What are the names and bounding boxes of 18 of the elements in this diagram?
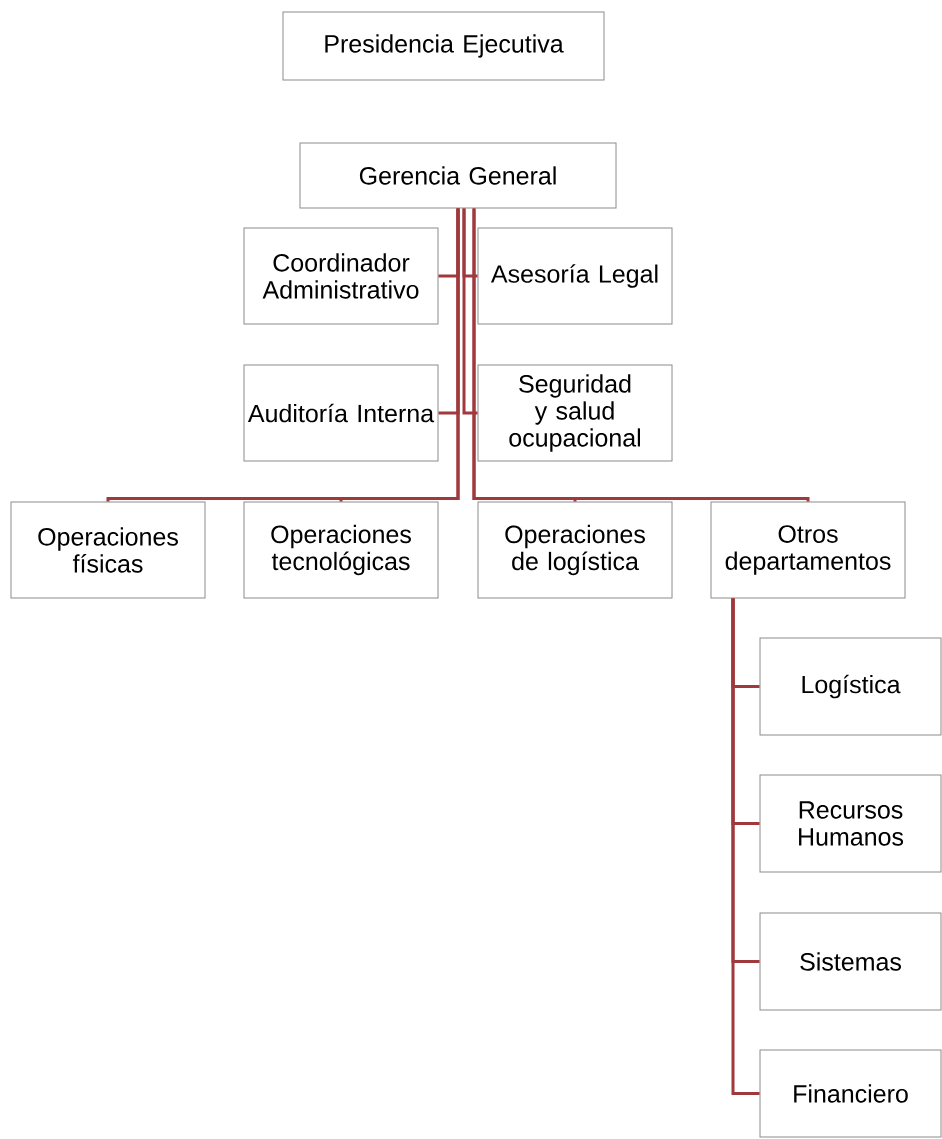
org-box: Financiero: [759, 1049, 942, 1138]
connector-line: [462, 208, 478, 415]
org-box: Recursos Humanos: [759, 774, 942, 873]
org-box: Operaciones de logística: [477, 501, 673, 599]
connector-line: [339, 208, 460, 503]
org-box: Sistemas: [759, 912, 942, 1011]
org-box: Operaciones físicas: [10, 501, 206, 599]
org-box: Seguridad y salud ocupacional: [477, 364, 673, 462]
org-box: Presidencia Ejecutiva: [282, 11, 605, 81]
org-box: Logística: [759, 637, 942, 736]
org-box: Auditoría Interna: [243, 364, 439, 462]
org-box: Asesoría Legal: [477, 227, 673, 325]
org-box: Gerencia General: [299, 142, 617, 209]
connector-line: [472, 208, 810, 503]
connector-line: [731, 598, 760, 1095]
org-box: Otros departamentos: [710, 501, 906, 599]
org-box: Operaciones tecnológicas: [243, 501, 439, 599]
org-box: Coordinador Administrativo: [243, 227, 439, 325]
